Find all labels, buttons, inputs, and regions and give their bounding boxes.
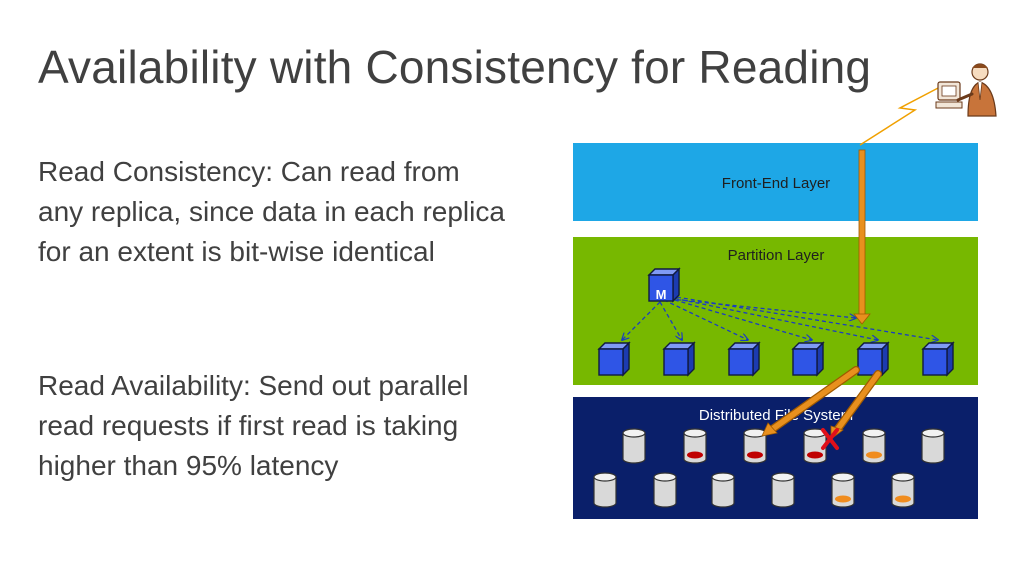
disk-icon [892,473,914,507]
disk-icon [654,473,676,507]
partition-server-icon [729,343,759,375]
read-consistency-text: Read Consistency: Can read from any repl… [38,152,508,272]
storage-architecture-diagram: Front-End Layer Partition Layer Distribu… [560,60,1020,530]
partition-layer-label: Partition Layer [728,247,825,264]
disk-icon [684,429,706,463]
partition-server-icon [923,343,953,375]
user-at-computer-icon [936,64,996,116]
disk-icon [594,473,616,507]
disk-icon [863,429,885,463]
disk-icon [712,473,734,507]
request-lightning-line [860,87,940,145]
disk-icon [922,429,944,463]
partition-server-icon [858,343,888,375]
disk-icon [772,473,794,507]
master-label: M [656,287,667,302]
disk-icon [832,473,854,507]
partition-server-icon [599,343,629,375]
partition-server-icon [664,343,694,375]
partition-server-icon [793,343,823,375]
front-end-layer-label: Front-End Layer [722,175,830,192]
read-availability-text: Read Availability: Send out parallel rea… [38,366,508,486]
dfs-layer-label: Distributed File System [699,407,853,424]
disk-icon [623,429,645,463]
